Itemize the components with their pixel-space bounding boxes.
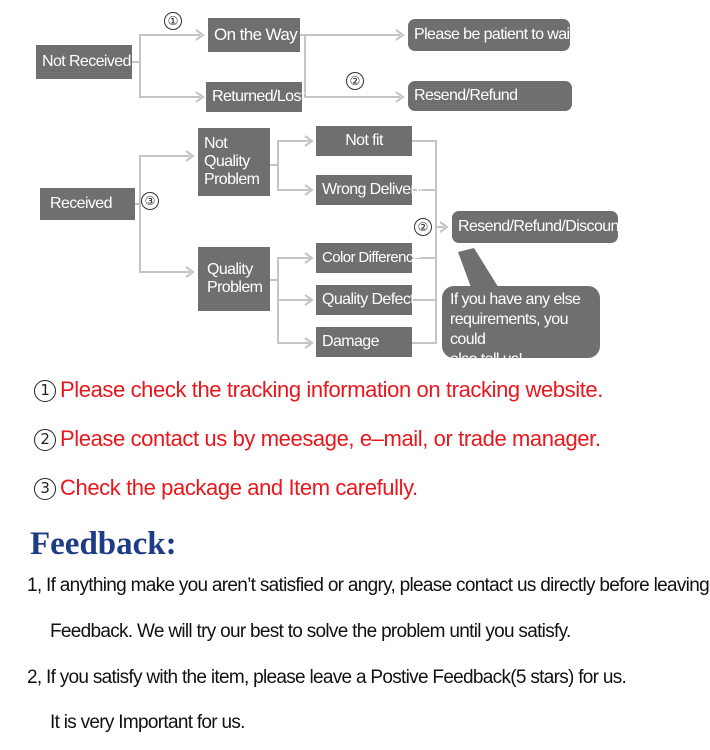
node-received: Received xyxy=(40,188,135,220)
feedback-line-4: It is very Important for us. xyxy=(50,712,245,733)
note-text: Check the package and Item carefully. xyxy=(60,475,418,500)
node-quality-defect: Quality Defect xyxy=(316,285,415,315)
node-returned-lost: Returned/Lost xyxy=(206,82,305,112)
node-quality-problem: Quality Problem xyxy=(198,247,270,311)
node-not-received: Not Received xyxy=(36,45,132,79)
feedback-line-1: 1, If anything make you aren’t satisfied… xyxy=(27,575,710,596)
node-not-fit: Not fit xyxy=(316,126,412,156)
marker-2b-icon: ② xyxy=(414,218,432,236)
node-resend-refund-discount: Resend/Refund/Discount xyxy=(452,211,623,243)
note-number: 2 xyxy=(34,429,56,451)
flow-connectors xyxy=(132,29,500,349)
feedback-line-2: Feedback. We will try our best to solve … xyxy=(50,621,571,642)
bubble-pointer xyxy=(458,248,500,290)
marker-2-icon: ② xyxy=(346,72,364,90)
node-wrong-delivery: Wrong Delivery xyxy=(316,175,423,205)
note-number: 1 xyxy=(34,380,56,402)
connector-not-received-on-the-way xyxy=(132,34,200,63)
node-on-the-way: On the Way xyxy=(208,18,300,52)
connector-quality-sub xyxy=(270,257,310,281)
node-damage: Damage xyxy=(316,327,412,357)
connector-received-branches xyxy=(135,155,190,205)
node-be-patient: Please be patient to wait xyxy=(408,19,574,51)
connector-not-quality-sub xyxy=(270,140,310,166)
feedback-title: Feedback: xyxy=(30,526,177,562)
requirements-bubble: If you have any else requirements, you c… xyxy=(442,286,600,368)
feedback-line-3: 2, If you satisfy with the item, please … xyxy=(27,667,627,688)
connector-not-received-returned xyxy=(139,62,200,98)
node-not-quality-problem: Not Quality Problem xyxy=(198,128,270,196)
connector-to-resend-refund xyxy=(304,35,400,98)
marker-1-icon: ① xyxy=(164,12,182,30)
note-text: Please contact us by meesage, e–mail, or… xyxy=(60,426,601,451)
node-resend-refund: Resend/Refund xyxy=(408,81,572,111)
flowchart: ① ② ③ ② Not Received On the Way Returned… xyxy=(0,0,710,370)
node-color-difference: Color Difference xyxy=(316,243,421,273)
note-number: 3 xyxy=(34,478,56,500)
marker-3-icon: ③ xyxy=(141,192,159,210)
connector-merge xyxy=(412,140,437,344)
note-text: Please check the tracking information on… xyxy=(60,377,603,402)
